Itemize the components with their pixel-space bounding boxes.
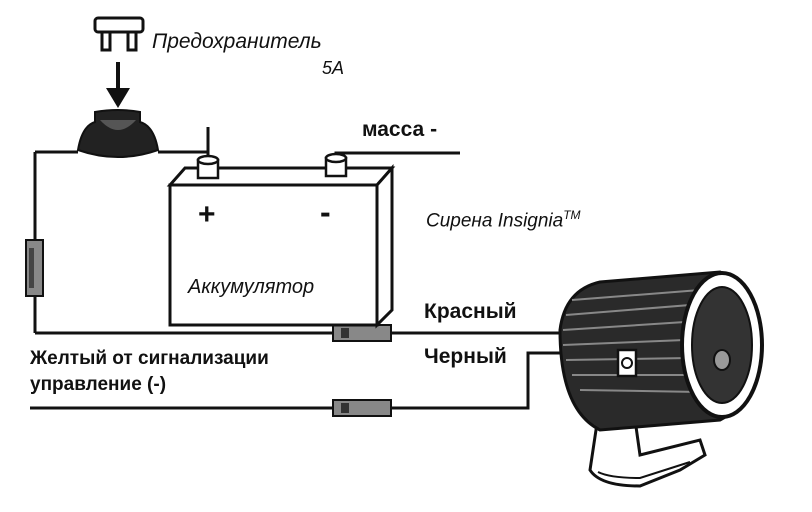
- battery-plus-sign: +: [198, 198, 216, 231]
- siren-label: Сирена InsigniaTM: [426, 208, 581, 232]
- fuse-label: Предохранитель: [152, 30, 322, 53]
- siren-icon: [558, 270, 764, 488]
- yellow-wire-label-line2: управление (-): [30, 374, 167, 395]
- black-wire-label: Черный: [424, 345, 507, 368]
- fuse-icon: [93, 16, 145, 52]
- battery-terminal-minus: [324, 152, 348, 178]
- battery-terminal-plus: [196, 154, 220, 180]
- connector-red: [332, 324, 392, 342]
- red-wire-label: Красный: [424, 300, 517, 323]
- connector-black: [332, 399, 392, 417]
- arrow-down-icon: [106, 62, 130, 108]
- siren-name: Сирена Insignia: [426, 210, 564, 232]
- yellow-wire-label-line1: Желтый от сигнализации: [30, 348, 269, 369]
- fuse-holder: [76, 109, 160, 158]
- ground-label: масса -: [362, 118, 438, 141]
- battery-minus-sign: -: [320, 194, 331, 230]
- connector-left: [25, 239, 44, 297]
- battery: [166, 152, 396, 329]
- fuse-rating-label: 5A: [322, 58, 345, 78]
- battery-label: Аккумулятор: [188, 276, 315, 298]
- siren-tm: TM: [563, 208, 581, 222]
